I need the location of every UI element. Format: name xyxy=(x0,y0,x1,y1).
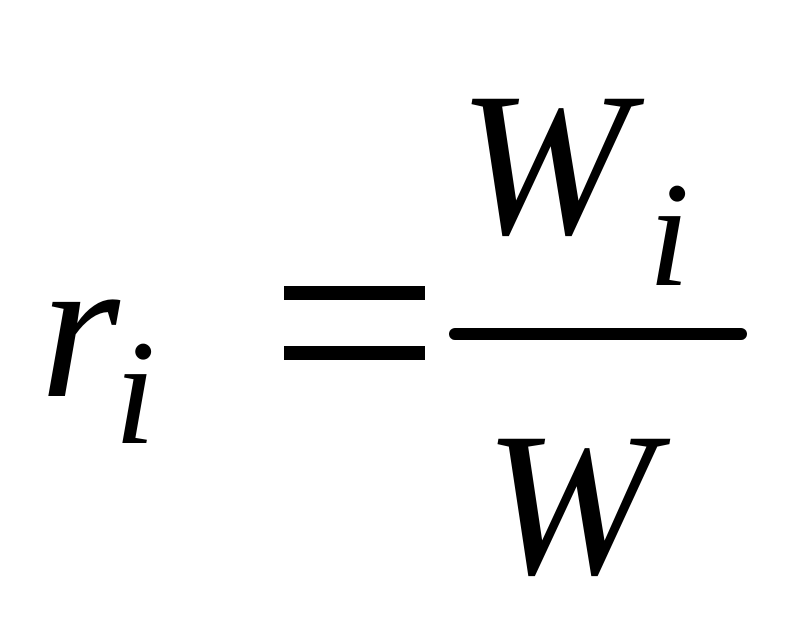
equals-sign-bottom-bar xyxy=(284,346,425,360)
numerator-variable-w: W xyxy=(458,51,629,278)
equals-sign-top-bar xyxy=(284,286,425,300)
numerator-subscript-i: i xyxy=(648,152,690,318)
lhs-subscript-i: i xyxy=(114,310,156,476)
fraction-bar xyxy=(449,328,747,340)
lhs-variable-r: r xyxy=(40,214,120,441)
denominator-variable-w: W xyxy=(484,391,655,618)
